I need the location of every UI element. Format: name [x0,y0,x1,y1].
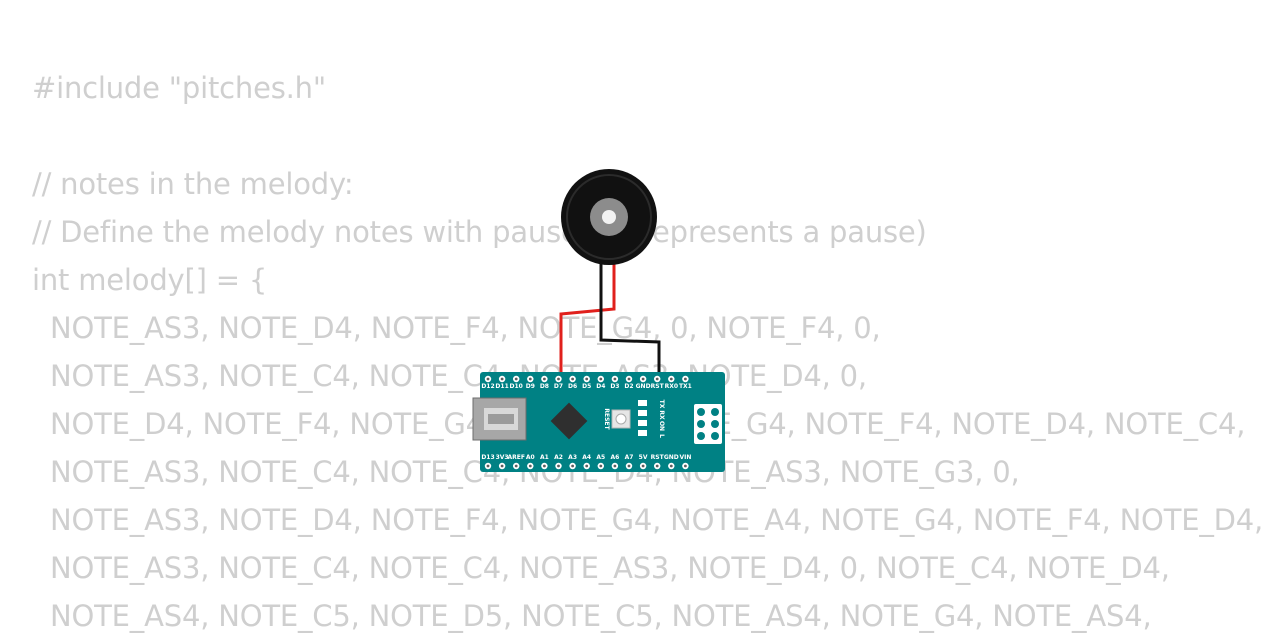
pin-hole-center [528,464,532,468]
pin-hole-center [613,464,617,468]
led-on [638,420,647,426]
pin-label-a1: A1 [540,454,549,461]
led-label-l: L [658,434,665,438]
led-label-tx: TX [658,400,665,409]
pin-hole-center [669,464,673,468]
pin-hole-center [669,377,673,381]
code-line: int melody[] = { [32,263,268,297]
pin-label-d3: D3 [610,383,619,390]
led-label-on: ON [658,421,665,431]
pin-hole-center [599,464,603,468]
pin-hole-center [486,464,490,468]
pin-hole-center [571,377,574,381]
pin-hole-center [641,464,645,468]
pin-label-rst: RST [651,454,665,461]
pin-hole-center [684,464,687,468]
pin-hole-center [684,377,687,381]
code-line: NOTE_AS4, NOTE_C5, NOTE_D5, NOTE_C5, NOT… [32,599,1152,633]
canvas: #include "pitches.h" // notes in the mel… [32,71,1263,633]
piezo-buzzer[interactable] [561,169,657,265]
pin-hole-center [500,377,504,381]
pin-hole-center [500,464,504,468]
led-rx [638,410,647,416]
pin-hole-center [599,377,603,381]
code-line: NOTE_AS3, NOTE_D4, NOTE_F4, NOTE_G4, 0, … [32,311,881,345]
led-l [638,430,647,436]
signal-wire[interactable] [559,262,616,382]
pin-label-d7: D7 [554,383,563,390]
pin-label-vin: VIN [679,454,691,461]
reset-button[interactable] [615,413,627,425]
pin-label-d13: D13 [481,454,494,461]
pin-label-aref: AREF [507,454,524,461]
pin-label-a4: A4 [582,454,591,461]
pin-hole-center [641,377,645,381]
pin-label-d4: D4 [596,383,605,390]
pin-hole-center [514,464,518,468]
pin-label-d5: D5 [582,383,591,390]
pin-label-gnd: GND [664,454,679,461]
pin-hole-center [543,464,546,468]
pin-label-rst: RST [651,383,665,390]
microcontroller-chip [550,402,588,440]
code-line: NOTE_AS3, NOTE_D4, NOTE_F4, NOTE_G4, NOT… [32,503,1263,537]
pin-label-a0: A0 [526,454,535,461]
pin-hole-center [585,464,589,468]
pin-label-a6: A6 [610,454,619,461]
pin-label-d11: D11 [495,383,508,390]
board-pcb [480,372,725,472]
pin-hole-center [514,377,518,381]
pin-label-rx0: RX0 [665,383,678,390]
buzzer-center [602,210,616,224]
pin-hole-center [627,377,631,381]
pin-hole-center [655,464,659,468]
led-tx [638,400,647,406]
reset-label: RESET [603,408,610,430]
pin-label-d8: D8 [540,383,549,390]
pin-hole-center [557,377,560,381]
ground-wire[interactable] [599,262,661,382]
buzzer-ring [566,174,652,260]
pin-label-d10: D10 [510,383,523,390]
pin-label-d9: D9 [526,383,535,390]
code-line: #include "pitches.h" [32,71,326,105]
pin-hole-center [585,377,589,381]
pin-hole-center [557,464,560,468]
pin-hole-center [627,464,631,468]
pin-label-d6: D6 [568,383,577,390]
pin-label-a2: A2 [554,454,563,461]
pin-label-5v: 5V [639,454,648,461]
pin-label-d12: D12 [481,383,494,390]
icsp-header [694,404,722,444]
pin-label-a5: A5 [596,454,605,461]
pin-hole-center [613,377,617,381]
pin-label-3v3: 3V3 [496,454,509,461]
usb-port-slot [488,414,514,424]
pin-hole-center [486,377,490,381]
code-line: NOTE_AS3, NOTE_C4, NOTE_C4, NOTE_AS3, NO… [32,551,1170,585]
code-background: #include "pitches.h" // notes in the mel… [32,71,1263,633]
code-line: // notes in the melody: [32,167,354,201]
pin-hole-center [543,377,546,381]
pin-hole-center [655,377,659,381]
led-label-rx: RX [658,410,665,420]
pin-label-a7: A7 [625,454,634,461]
pin-hole-center [528,377,532,381]
pin-label-tx1: TX1 [679,383,692,390]
pin-label-gnd: GND [636,383,651,390]
pin-hole-center [571,464,574,468]
pin-label-a3: A3 [568,454,577,461]
pin-label-d2: D2 [624,383,633,390]
